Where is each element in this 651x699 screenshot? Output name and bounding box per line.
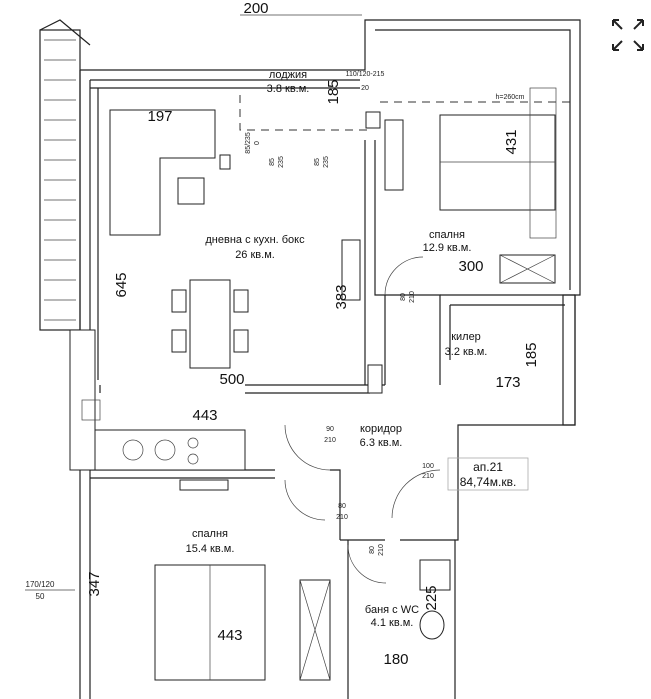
dim-closet-173: 173 <box>495 374 520 391</box>
dim-living-383: 383 <box>333 284 350 309</box>
closet-area: 3.2 кв.м. <box>445 346 488 358</box>
loggia-area: 3.8 кв.м. <box>267 83 310 95</box>
walls <box>79 19 581 699</box>
living-name: дневна с кухн. бокс <box>205 234 305 246</box>
balcony-strip <box>39 19 91 331</box>
dim-bed2-443: 443 <box>217 627 242 644</box>
apartment-number: ап.21 <box>473 460 503 474</box>
tv-unit <box>341 239 361 301</box>
door-living-bottom: 210 <box>324 437 336 444</box>
loggia-door-top: 85/235 <box>245 132 252 154</box>
dim-living-500: 500 <box>219 371 244 388</box>
kitchen-counter <box>94 429 246 471</box>
door-bed2-bottom: 210 <box>336 514 348 521</box>
bedroom2-area: 15.4 кв.м. <box>186 543 235 555</box>
bathroom-area: 4.1 кв.м. <box>371 617 414 629</box>
corridor-name: коридор <box>360 423 402 435</box>
sink <box>81 399 101 421</box>
door-bath-bottom: 210 <box>378 544 385 556</box>
bathroom-name: баня с WC <box>365 604 419 616</box>
door-a-bottom: 235 <box>278 156 285 168</box>
dim-kitchen-443: 443 <box>192 407 217 424</box>
window-bed2-bottom: 50 <box>36 592 45 601</box>
dim-bath-225: 225 <box>423 585 440 610</box>
loggia-door-bottom: 0 <box>254 141 261 145</box>
dining-table <box>189 279 231 369</box>
bedroom1-name: спалня <box>429 229 465 241</box>
toilet <box>419 610 445 640</box>
dim-closet-185: 185 <box>523 342 540 367</box>
corridor-area: 6.3 кв.м. <box>360 437 403 449</box>
door-bath-top: 80 <box>369 546 376 554</box>
expand-arrows-icon[interactable] <box>610 17 646 53</box>
door-b-bottom: 235 <box>323 156 330 168</box>
washbasin <box>419 559 451 591</box>
door-entry-bottom: 210 <box>422 473 434 480</box>
living-area: 26 кв.м. <box>235 249 275 261</box>
door-entry-top: 100 <box>422 463 434 470</box>
window-loggia-bottom: 20 <box>361 85 369 92</box>
closet-name: килер <box>451 331 481 343</box>
tv-unit-bedroom2 <box>179 479 229 491</box>
window-loggia-top: 110/120-215 <box>346 71 385 78</box>
door-bed1-top: 80 <box>400 293 407 301</box>
dim-bed1-431: 431 <box>503 129 520 154</box>
door-a-top: 85 <box>269 158 276 166</box>
coffee-table <box>177 177 205 205</box>
door-bed2-top: 80 <box>338 503 346 510</box>
door-swings <box>284 256 441 584</box>
dim-bath-180: 180 <box>383 651 408 668</box>
door-bed1-bottom: 210 <box>409 291 416 303</box>
dim-bed1-300: 300 <box>458 258 483 275</box>
dim-top: 200 <box>243 0 268 17</box>
ceiling-height: h=260cm <box>496 94 525 101</box>
dim-living-645: 645 <box>113 272 130 297</box>
bedroom2-name: спалня <box>192 528 228 540</box>
dim-loggia: 185 <box>325 79 342 104</box>
loggia-name: лоджия <box>269 69 307 81</box>
dim-bed2-347: 347 <box>86 571 103 596</box>
apartment-label-box <box>447 457 529 491</box>
door-b-top: 85 <box>314 158 321 166</box>
window-bed2-top: 170/120 <box>26 580 55 589</box>
tv-unit-bedroom <box>384 119 404 191</box>
double-bed-1 <box>439 114 556 211</box>
loggia-dashed-line <box>239 95 370 131</box>
dim-sofa: 197 <box>147 108 172 125</box>
door-living-top: 90 <box>326 426 334 433</box>
apartment-area: 84,74м.кв. <box>460 475 517 489</box>
furniture <box>69 87 557 681</box>
bedroom1-area: 12.9 кв.м. <box>423 242 472 254</box>
corner-sofa <box>109 109 216 236</box>
